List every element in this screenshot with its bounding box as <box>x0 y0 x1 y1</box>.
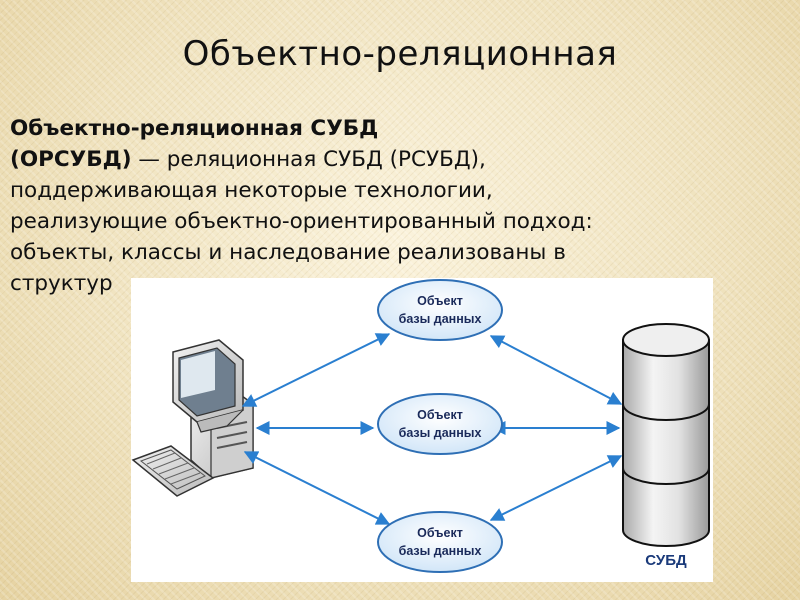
database-icon <box>622 323 710 547</box>
db-object-1: Объект базы данных <box>377 279 503 341</box>
db-object-1-line-2: базы данных <box>399 312 482 326</box>
connection-arrows <box>241 333 623 525</box>
db-object-3: Объект базы данных <box>377 511 503 573</box>
slide-title: Объектно-реляционная <box>182 34 618 74</box>
orsubd-diagram: Объект базы данных Объект базы данных Об… <box>131 278 713 582</box>
db-object-2: Объект базы данных <box>377 393 503 455</box>
db-object-3-line-1: Объект <box>417 526 463 540</box>
definition-term: Объектно-реляционная СУБД <box>10 116 379 141</box>
computer-icon <box>131 339 254 497</box>
diagram-canvas: Объект базы данных Объект базы данных Об… <box>131 279 710 573</box>
db-object-2-line-1: Объект <box>417 408 463 422</box>
definition-line-2: — реляционная СУБД (РСУБД), <box>131 147 486 172</box>
db-object-2-line-2: базы данных <box>399 426 482 440</box>
definition-text: Объектно-реляционная СУБД (ОРСУБД) — рел… <box>10 113 750 299</box>
definition-line-3: поддерживающая некоторые технологии, <box>10 178 493 203</box>
definition-line-6: структур <box>10 271 113 296</box>
db-object-1-line-1: Объект <box>417 294 463 308</box>
definition-abbrev: (ОРСУБД) <box>10 147 132 172</box>
db-object-3-line-2: базы данных <box>399 544 482 558</box>
definition-line-5: объекты, классы и наследование реализова… <box>10 240 566 265</box>
dbms-label: СУБД <box>645 552 687 569</box>
definition-line-4: реализующие объектно-ориентированный под… <box>10 209 593 234</box>
